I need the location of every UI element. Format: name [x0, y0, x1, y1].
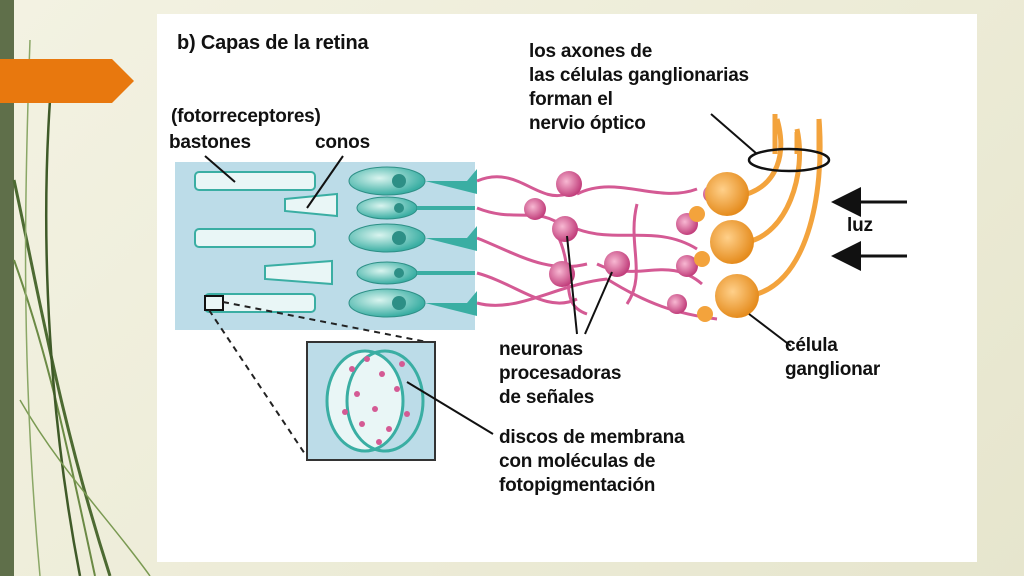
label-conos: conos — [315, 132, 370, 153]
discos-pointer — [406, 381, 494, 435]
label-ganglionar-2: ganglionar — [785, 359, 881, 380]
label-neuronas-1: neuronas — [499, 339, 583, 360]
label-axones-3: forman el — [529, 89, 613, 110]
label-axones-2: las células ganglionarias — [529, 65, 749, 86]
optic-nerve-ring — [747, 147, 831, 173]
label-discos-2: con moléculas de — [499, 451, 656, 472]
neuronas-pointer-1 — [566, 235, 578, 335]
neuron-cell-bodies — [524, 171, 721, 314]
membrane-disks-inset — [306, 341, 436, 461]
neuronas-pointer-2 — [584, 271, 613, 335]
label-ganglionar-1: célula — [785, 335, 838, 356]
orange-arrow-tab — [0, 59, 134, 103]
ganglionar-pointer — [748, 313, 792, 347]
retina-layers-illustration — [175, 113, 907, 461]
diagram-title: b) Capas de la retina — [177, 32, 369, 54]
axones-pointer — [710, 113, 758, 155]
label-discos-1: discos de membrana — [499, 427, 685, 448]
label-axones-4: nervio óptico — [529, 113, 646, 134]
label-neuronas-3: de señales — [499, 387, 595, 408]
conos-pointer — [306, 155, 344, 209]
retina-diagram-panel: b) Capas de la retina (fotorreceptores) … — [157, 14, 977, 562]
label-luz: luz — [847, 215, 873, 236]
bastones-pointer — [204, 155, 236, 183]
slide-sidebar-bar — [0, 0, 14, 576]
label-axones-1: los axones de — [529, 41, 653, 62]
label-neuronas-2: procesadoras — [499, 363, 622, 384]
label-fotorreceptores: (fotorreceptores) — [171, 106, 321, 127]
ganglion-cells — [689, 114, 823, 322]
photoreceptor-cells — [194, 166, 477, 318]
label-bastones: bastones — [169, 132, 251, 153]
label-discos-3: fotopigmentación — [499, 475, 656, 496]
